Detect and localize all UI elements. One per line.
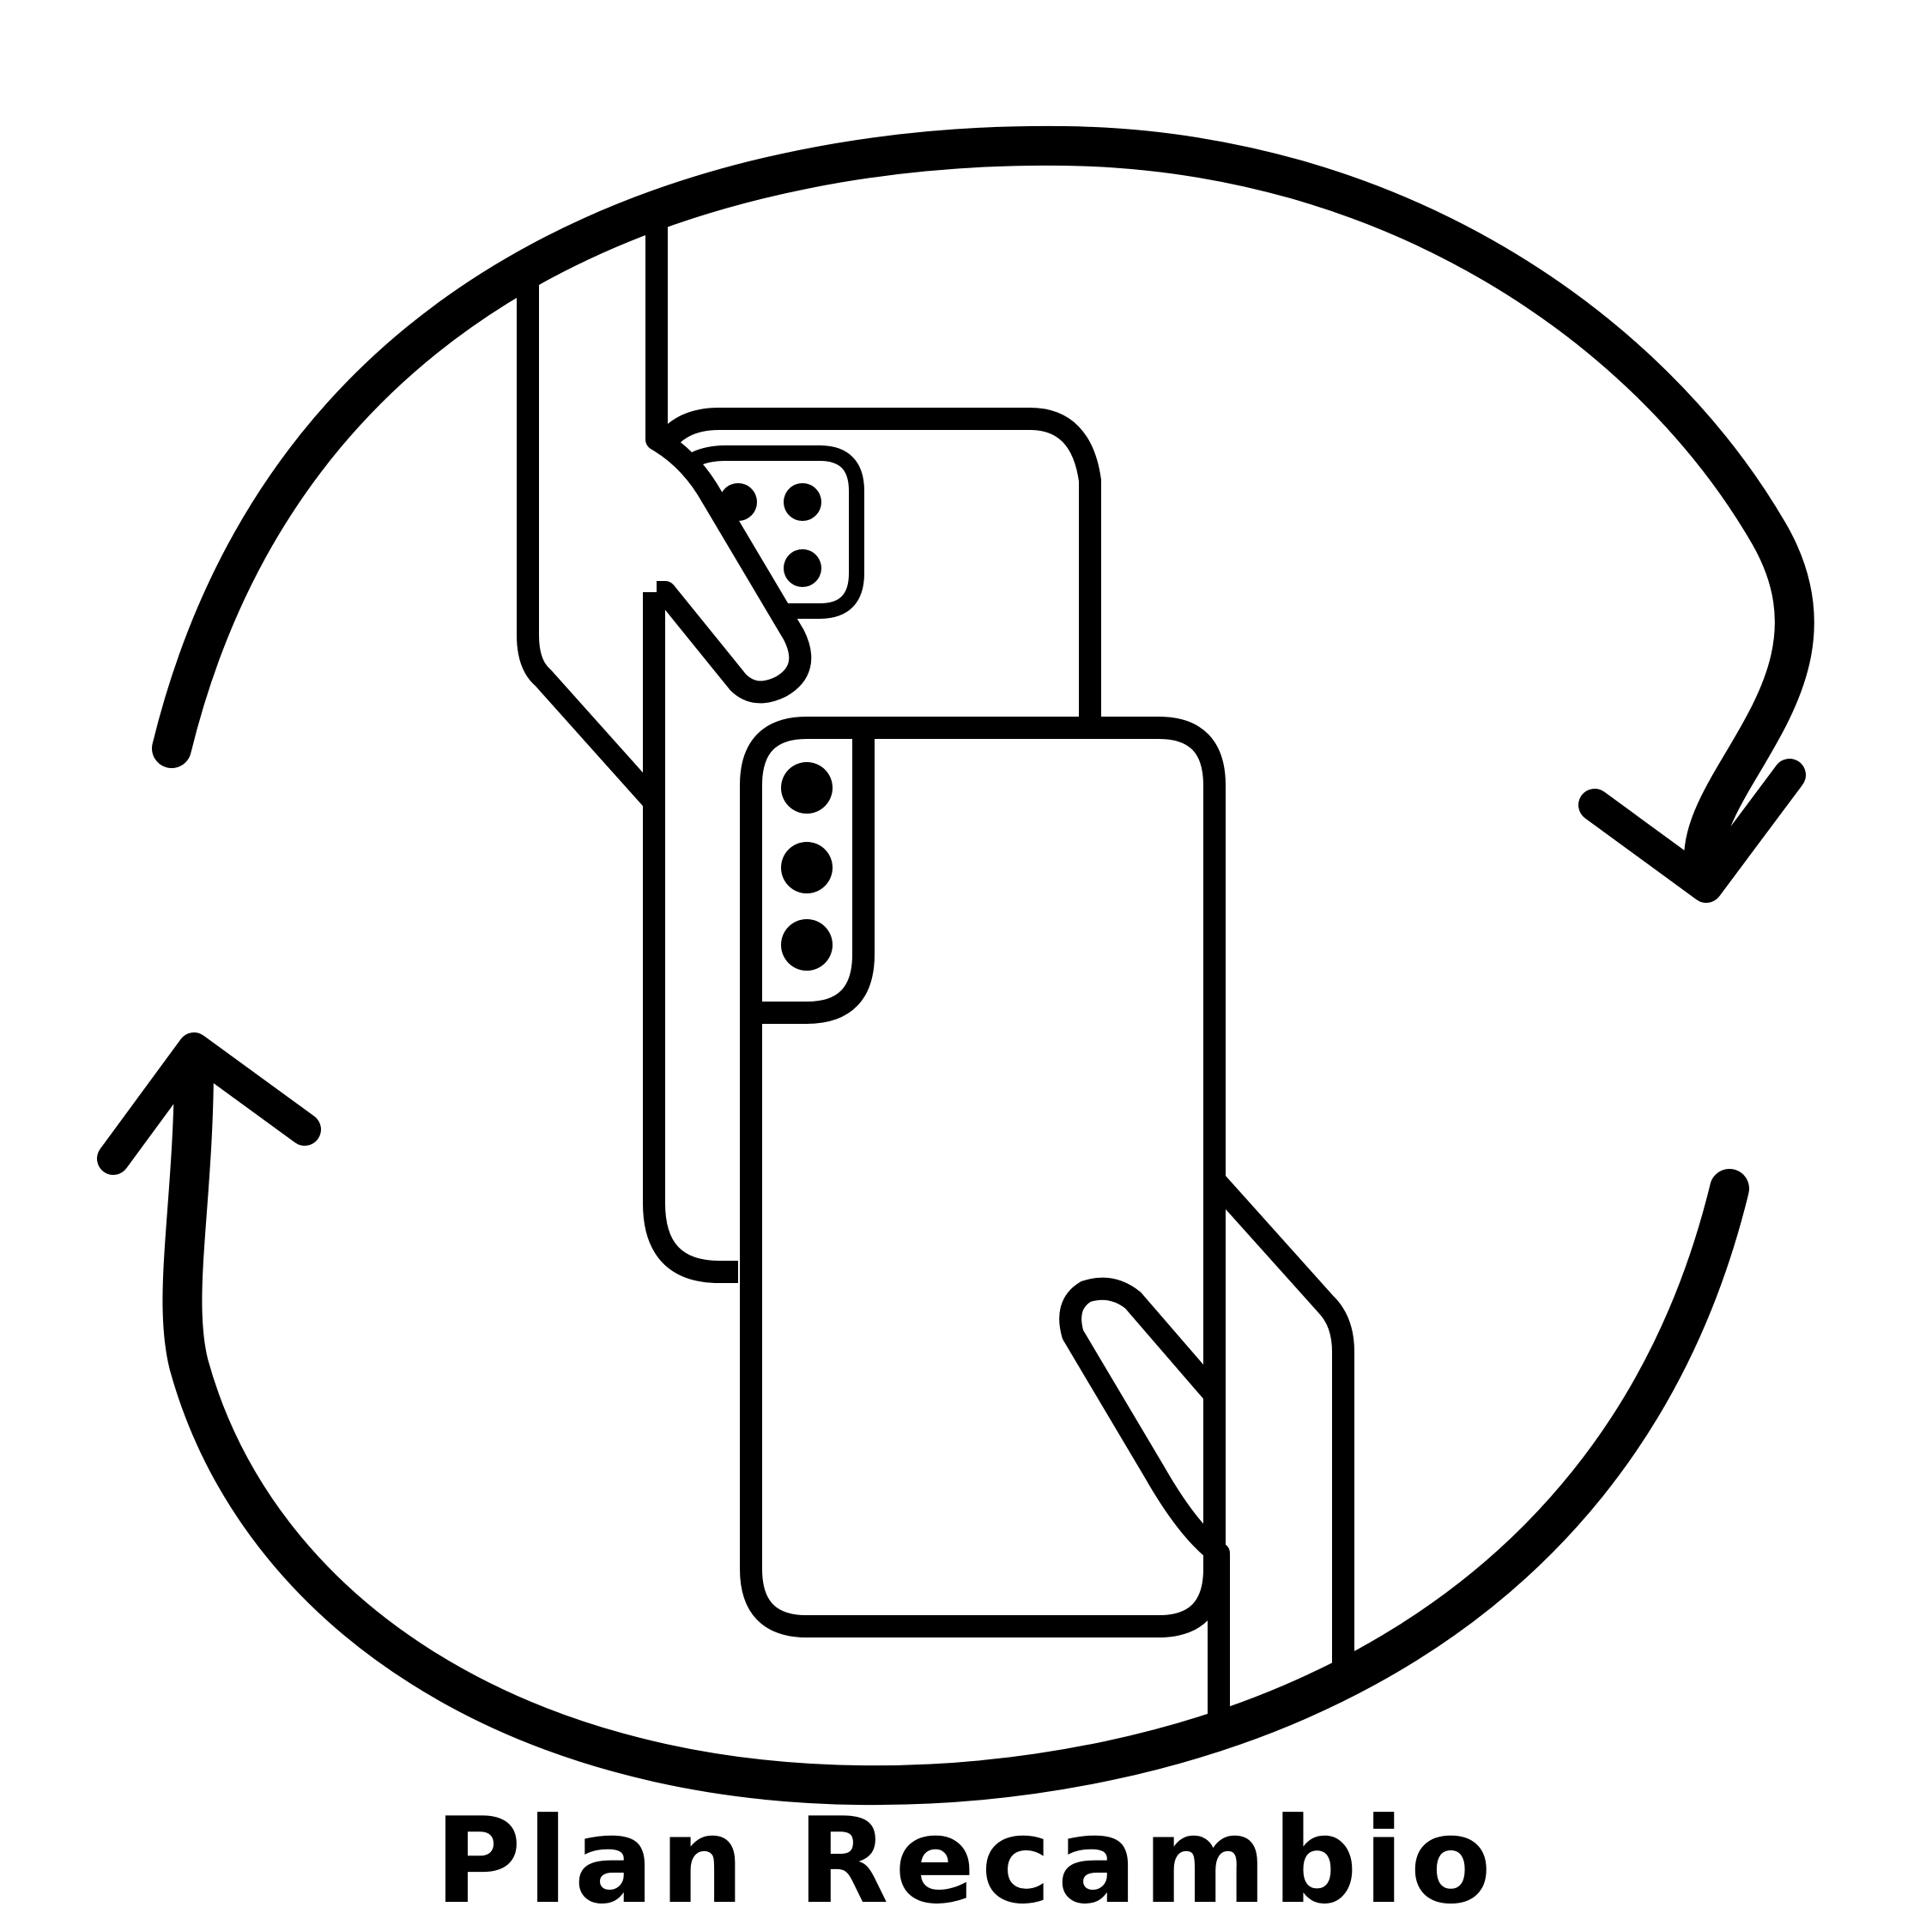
counterclockwise-arrow-icon <box>97 1032 1749 1806</box>
clockwise-arrow-icon <box>152 125 1814 903</box>
old-phone-lens-3 <box>784 549 821 587</box>
hand-top-icon <box>517 221 812 808</box>
new-phone-lens-3 <box>781 919 833 971</box>
new-phone-icon <box>740 717 1226 1637</box>
caption-title: Plan Recambio <box>434 1792 1498 1930</box>
hand-bottom-icon <box>1059 1172 1354 1734</box>
new-phone-lens-2 <box>781 842 833 893</box>
old-phone-icon <box>643 408 1101 1283</box>
old-phone-lens-2 <box>784 483 821 521</box>
new-phone-lens-1 <box>781 762 833 814</box>
